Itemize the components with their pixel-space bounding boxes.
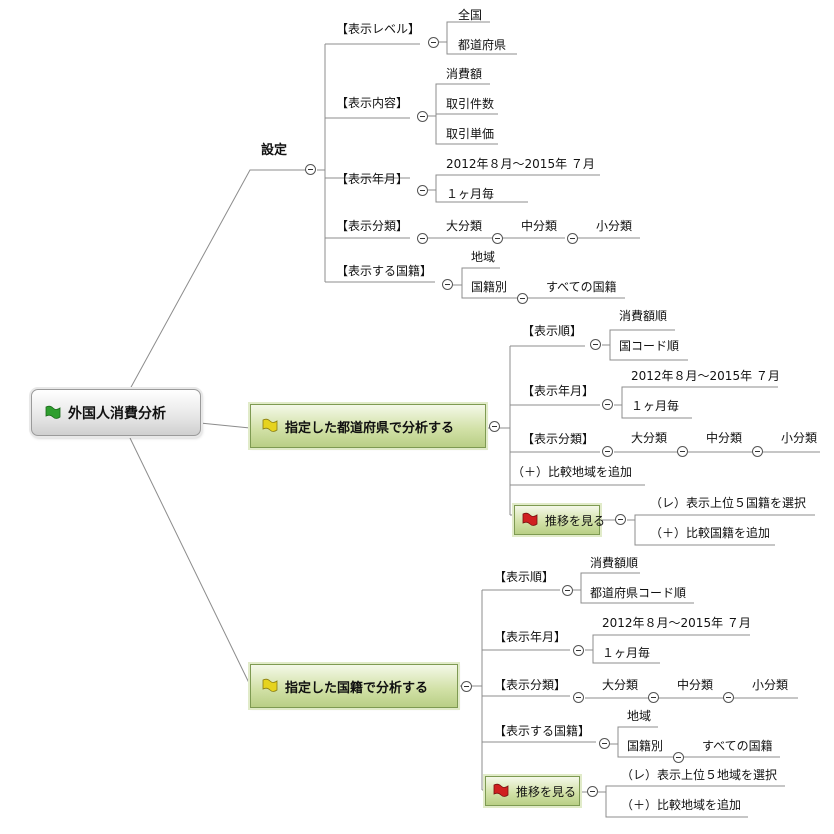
pref-order-label: 【表示順】 <box>522 324 583 338</box>
display-content-option-unitprice[interactable]: 取引単価 <box>446 127 495 141</box>
pref-period-toggle[interactable] <box>602 399 613 410</box>
display-content-toggle[interactable] <box>417 111 428 122</box>
nation-trend-label: 推移を見る <box>516 784 577 799</box>
pref-category-large[interactable]: 大分類 <box>631 431 668 445</box>
pref-category-medium-toggle[interactable] <box>752 446 763 457</box>
display-nationality-toggle[interactable] <box>442 279 453 290</box>
yellow-flag-icon <box>261 418 279 434</box>
display-period-toggle[interactable] <box>417 185 428 196</box>
pref-add-compare[interactable]: （＋）比較地域を追加 <box>512 465 633 479</box>
display-level-option-national[interactable]: 全国 <box>458 8 483 22</box>
display-period-range[interactable]: 2012年８月～2015年 ７月 <box>446 157 595 171</box>
red-flag-icon <box>492 783 510 799</box>
nation-order-label: 【表示順】 <box>494 570 555 584</box>
nation-category-large-toggle[interactable] <box>648 692 659 703</box>
pref-trend-node[interactable]: 推移を見る <box>514 505 605 535</box>
pref-analysis-toggle[interactable] <box>489 421 500 432</box>
display-category-toggle[interactable] <box>417 233 428 244</box>
nation-period-label: 【表示年月】 <box>494 630 567 644</box>
pref-period-label: 【表示年月】 <box>522 384 595 398</box>
display-content-option-count[interactable]: 取引件数 <box>446 97 495 111</box>
display-nationality-label: 【表示する国籍】 <box>336 264 433 278</box>
nation-category-medium[interactable]: 中分類 <box>677 678 714 692</box>
nation-order-option-code[interactable]: 都道府県コード順 <box>590 586 687 600</box>
green-flag-icon <box>44 405 62 421</box>
category-large-toggle[interactable] <box>492 233 503 244</box>
root-label: 外国人消費分析 <box>68 405 166 422</box>
nation-trend-toggle[interactable] <box>587 786 598 797</box>
nation-category-label: 【表示分類】 <box>494 678 567 692</box>
nation-category-small[interactable]: 小分類 <box>752 678 789 692</box>
category-small[interactable]: 小分類 <box>596 219 633 233</box>
pref-trend-toggle[interactable] <box>615 514 626 525</box>
pref-trend-add-nation[interactable]: （＋）比較国籍を追加 <box>650 526 771 540</box>
display-category-label: 【表示分類】 <box>336 219 409 233</box>
pref-trend-top5[interactable]: （レ）表示上位５国籍を選択 <box>650 496 807 510</box>
pref-period-range[interactable]: 2012年８月～2015年 ７月 <box>631 369 780 383</box>
settings-collapse-toggle[interactable] <box>305 164 316 175</box>
pref-category-toggle[interactable] <box>602 446 613 457</box>
pref-category-large-toggle[interactable] <box>677 446 688 457</box>
nation-nationality-region[interactable]: 地域 <box>627 709 652 723</box>
pref-category-medium[interactable]: 中分類 <box>706 431 743 445</box>
pref-order-toggle[interactable] <box>590 339 601 350</box>
nationality-all[interactable]: すべての国籍 <box>546 280 617 294</box>
nation-order-option-amount[interactable]: 消費額順 <box>590 556 639 570</box>
nation-nationality-all[interactable]: すべての国籍 <box>702 739 773 753</box>
yellow-flag-icon <box>261 678 279 694</box>
display-period-label: 【表示年月】 <box>336 172 409 186</box>
nation-analysis-toggle[interactable] <box>461 681 472 692</box>
nation-category-toggle[interactable] <box>573 692 584 703</box>
red-flag-icon <box>521 512 539 528</box>
nation-trend-add-region[interactable]: （＋）比較地域を追加 <box>621 798 742 812</box>
nation-period-toggle[interactable] <box>573 645 584 656</box>
display-content-option-amount[interactable]: 消費額 <box>446 67 483 81</box>
nation-analysis-node[interactable]: 指定した国籍で分析する <box>250 664 458 708</box>
nation-period-interval[interactable]: １ヶ月毎 <box>602 646 651 660</box>
display-content-label: 【表示内容】 <box>336 96 409 110</box>
nation-trend-top5[interactable]: （レ）表示上位５地域を選択 <box>621 768 778 782</box>
nation-period-range[interactable]: 2012年８月～2015年 ７月 <box>602 616 751 630</box>
category-medium[interactable]: 中分類 <box>521 219 558 233</box>
nationality-by-nation-toggle[interactable] <box>517 293 528 304</box>
pref-analysis-node[interactable]: 指定した都道府県で分析する <box>250 404 486 448</box>
pref-order-option-code[interactable]: 国コード順 <box>619 339 680 353</box>
settings-label: 設定 <box>261 143 288 158</box>
pref-category-label: 【表示分類】 <box>522 432 595 446</box>
nation-nationality-toggle[interactable] <box>599 738 610 749</box>
pref-order-option-amount[interactable]: 消費額順 <box>619 309 668 323</box>
nationality-by-nation[interactable]: 国籍別 <box>471 280 508 294</box>
pref-period-interval[interactable]: １ヶ月毎 <box>631 399 680 413</box>
nation-analysis-label: 指定した国籍で分析する <box>285 680 429 696</box>
category-large[interactable]: 大分類 <box>446 219 483 233</box>
pref-category-small[interactable]: 小分類 <box>781 431 818 445</box>
pref-trend-label: 推移を見る <box>545 513 606 528</box>
category-medium-toggle[interactable] <box>567 233 578 244</box>
display-level-label: 【表示レベル】 <box>336 22 421 36</box>
nation-nationality-label: 【表示する国籍】 <box>494 724 591 738</box>
nation-category-large[interactable]: 大分類 <box>602 678 639 692</box>
nationality-region[interactable]: 地域 <box>471 250 496 264</box>
nation-nationality-by-nation[interactable]: 国籍別 <box>627 739 664 753</box>
nation-trend-node[interactable]: 推移を見る <box>485 776 580 806</box>
nation-order-toggle[interactable] <box>562 585 573 596</box>
pref-analysis-label: 指定した都道府県で分析する <box>285 420 455 436</box>
display-period-interval[interactable]: １ヶ月毎 <box>446 187 495 201</box>
display-level-toggle[interactable] <box>428 37 439 48</box>
display-level-option-prefecture[interactable]: 都道府県 <box>458 38 507 52</box>
root-node[interactable]: 外国人消費分析 <box>31 389 201 436</box>
nation-nationality-by-nation-toggle[interactable] <box>673 752 684 763</box>
nation-category-medium-toggle[interactable] <box>723 692 734 703</box>
